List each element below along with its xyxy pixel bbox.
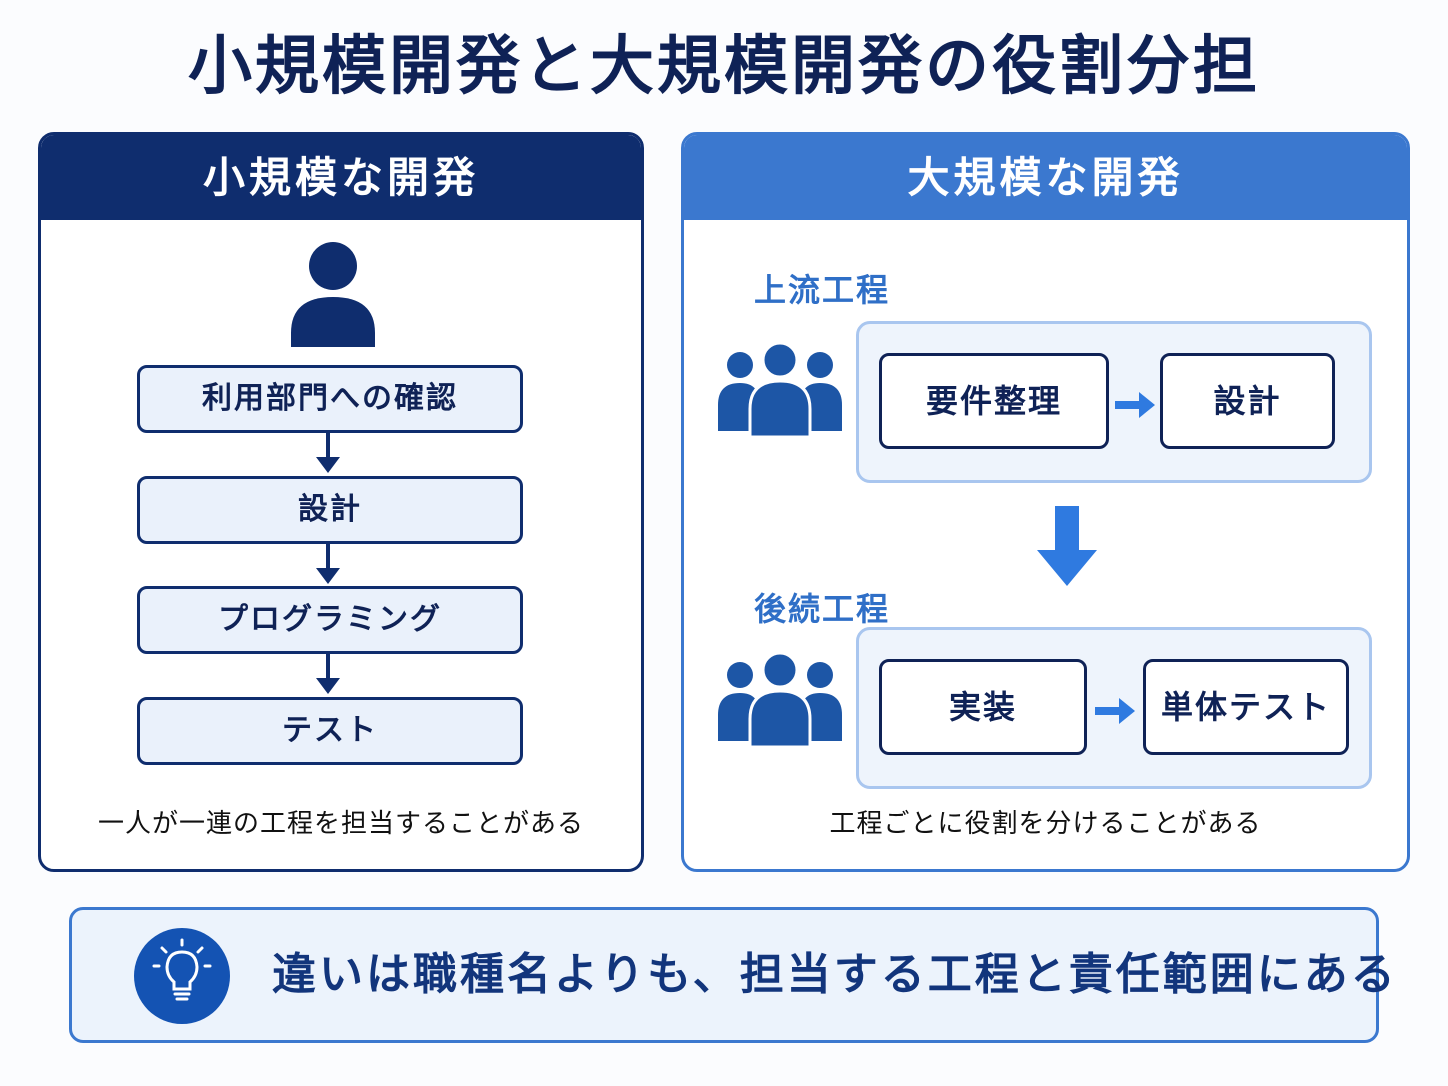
- key-point-callout: 違いは職種名よりも、担当する工程と責任範囲にある: [69, 907, 1395, 1043]
- arrow-down-icon: [316, 433, 340, 473]
- downstream-label: 後続工程: [754, 590, 891, 628]
- task-requirements: 要件整理: [879, 353, 1109, 449]
- task-design: 設計: [1160, 353, 1335, 449]
- small-dev-caption: 一人が一連の工程を担当することがある: [97, 809, 584, 839]
- person-icon: [291, 242, 375, 347]
- task-unit-test: 単体テスト: [1143, 659, 1349, 755]
- arrow-right-icon: [1115, 392, 1155, 418]
- step-programming: プログラミング: [137, 586, 523, 654]
- lightbulb-icon: [134, 928, 230, 1024]
- arrow-down-icon: [316, 654, 340, 694]
- large-dev-caption: 工程ごとに役割を分けることがある: [829, 809, 1262, 839]
- step-design: 設計: [137, 476, 523, 544]
- group-icon: [718, 343, 842, 439]
- upstream-stage-box: 要件整理 設計: [856, 321, 1372, 483]
- upstream-label: 上流工程: [754, 271, 891, 309]
- page-title: 小規模開発と大規模開発の役割分担: [188, 30, 1260, 104]
- arrow-right-icon: [1095, 698, 1135, 724]
- group-icon: [718, 653, 842, 749]
- step-test: テスト: [137, 697, 523, 765]
- step-user-confirmation: 利用部門への確認: [137, 365, 523, 433]
- large-dev-header: 大規模な開発: [684, 135, 1407, 220]
- small-dev-header: 小規模な開発: [41, 135, 641, 220]
- arrow-down-icon: [1037, 506, 1097, 586]
- task-implementation: 実装: [879, 659, 1087, 755]
- large-dev-panel: 大規模な開発 上流工程 要件整理 設計 後続工程 実装 単体テスト 工程ごとに役…: [681, 132, 1410, 872]
- arrow-down-icon: [316, 544, 340, 584]
- downstream-stage-box: 実装 単体テスト: [856, 627, 1372, 789]
- callout-text: 違いは職種名よりも、担当する工程と責任範囲にある: [272, 949, 1398, 1000]
- small-dev-panel: 小規模な開発 利用部門への確認 設計 プログラミング テスト 一人が一連の工程を…: [38, 132, 644, 872]
